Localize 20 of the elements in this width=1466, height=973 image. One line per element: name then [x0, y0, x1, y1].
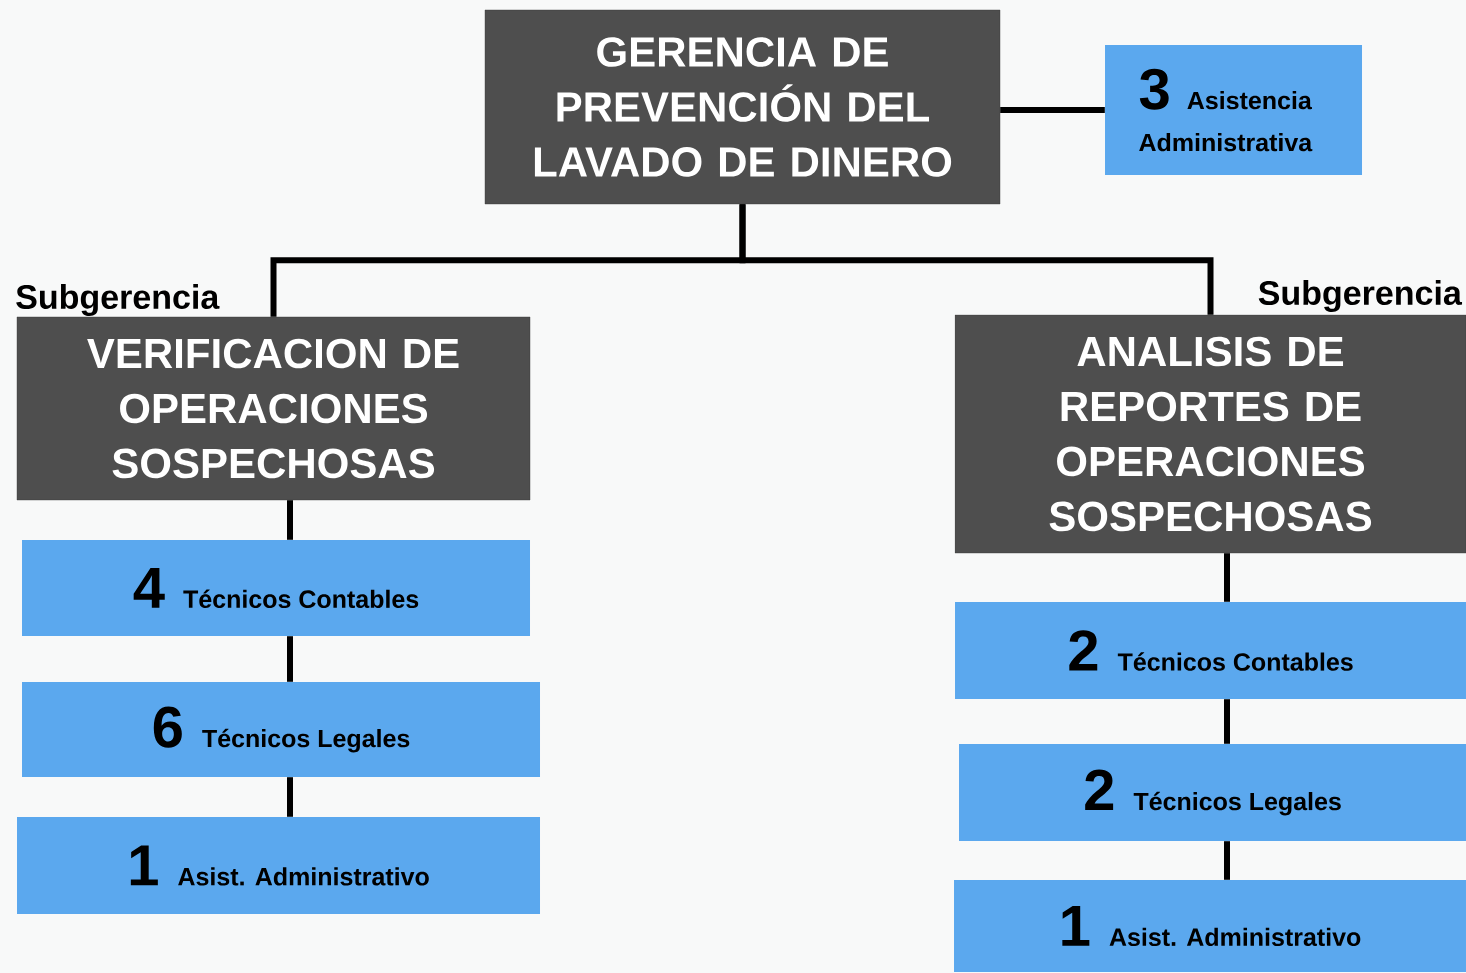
connector-line	[1000, 107, 1105, 113]
staff-box: 2 Técnicos Legales	[959, 744, 1466, 841]
staff-box: 1 Asist. Administrativo	[17, 817, 540, 914]
connector-line	[287, 500, 293, 540]
connector-line	[287, 777, 293, 817]
connector-line	[739, 204, 1214, 315]
heading: Subgerencia	[16, 284, 220, 316]
connector-line	[1224, 699, 1230, 744]
staff-box: 6 Técnicos Legales	[22, 682, 540, 777]
staff-box: 1 Asist. Administrativo	[954, 880, 1466, 972]
connector-line	[1224, 841, 1230, 880]
staff-box: 4 Técnicos Contables	[22, 540, 530, 636]
heading: Subgerencia	[1258, 280, 1463, 312]
management-box: VERIFICACION DE OPERACIONES SOSPECHOSAS	[16, 316, 531, 501]
connector-line	[287, 636, 293, 682]
management-box: GERENCIA DE PREVENCIÓN DEL LAVADO DE DINERO	[484, 9, 1001, 205]
staff-box: 3 Asistencia Administrativa	[1105, 45, 1362, 175]
management-box: ANALISIS DE REPORTES DE OPERACIONES SOSPECHOSAS	[954, 314, 1466, 554]
connector-line	[1224, 553, 1230, 602]
staff-box: 2 Técnicos Contables	[955, 602, 1466, 699]
